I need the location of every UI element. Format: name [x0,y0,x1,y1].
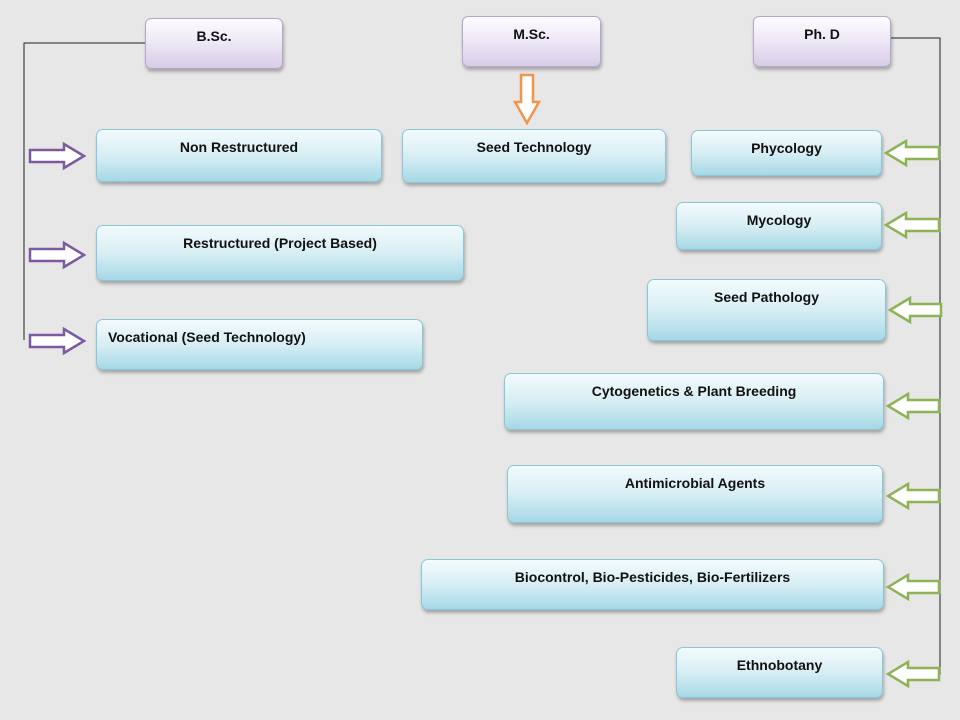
bsc-program-restructured: Restructured (Project Based) [96,225,464,281]
arrow-left-icon [885,572,941,602]
arrow-left-icon [883,210,941,240]
phd-program-ethnobotany: Ethnobotany [676,647,883,698]
msc-header: M.Sc. [462,16,601,67]
bsc-bracket-line [23,42,145,340]
phd-program-seed-pathology: Seed Pathology [647,279,886,341]
arrow-down-icon [512,73,542,126]
arrow-left-icon [885,659,941,689]
phd-header: Ph. D [753,16,891,67]
phd-program-mycology: Mycology [676,202,882,250]
bsc-program-vocational: Vocational (Seed Technology) [96,319,423,370]
phd-program-cytogenetics: Cytogenetics & Plant Breeding [504,373,884,430]
bsc-header: B.Sc. [145,18,283,69]
bsc-program-non-restructured: Non Restructured [96,129,382,182]
arrow-left-icon [885,481,941,511]
arrow-right-icon [28,240,87,270]
phd-program-phycology: Phycology [691,130,882,176]
arrow-left-icon [887,295,943,325]
arrow-left-icon [883,138,941,168]
arrow-right-icon [28,326,87,356]
phd-program-biocontrol: Biocontrol, Bio-Pesticides, Bio-Fertiliz… [421,559,884,610]
arrow-right-icon [28,141,87,171]
phd-bracket-line [890,37,941,675]
phd-program-antimicrobial: Antimicrobial Agents [507,465,883,523]
msc-program-seed-technology: Seed Technology [402,129,666,183]
arrow-left-icon [885,391,941,421]
